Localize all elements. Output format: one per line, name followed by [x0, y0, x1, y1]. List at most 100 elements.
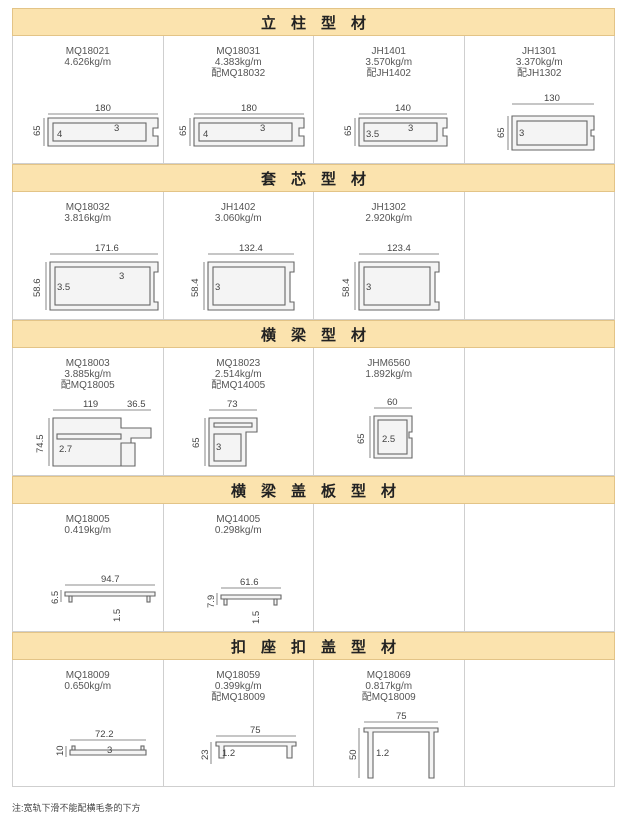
dim-width-2: 36.5	[127, 399, 146, 410]
section-title: 横梁型材	[260, 325, 381, 344]
profile-inner	[212, 422, 253, 428]
product-cell: JH1301 3.370kg/m 配JH1302 130 65 3	[464, 36, 615, 164]
section-header-clip-cover: 扣座扣盖型材	[12, 632, 615, 660]
product-weight: 4.626kg/m	[64, 57, 112, 68]
product-pairing: 配MQ18032	[211, 68, 266, 79]
profile-drawing: 180 65 4 3	[32, 103, 159, 147]
product-weight: 3.370kg/m	[515, 57, 563, 68]
section-header-transom: 横梁型材	[12, 320, 615, 348]
empty-cell	[464, 192, 615, 320]
profile-inner	[54, 266, 151, 306]
section-grid-transom-cover: MQ18005 0.419kg/m 94.7 6.5 1.5 MQ14005 0…	[12, 504, 615, 632]
section-grid-transom: MQ18003 3.885kg/m 配MQ18005 119 36.5 74.5…	[12, 348, 615, 476]
product-cell: MQ18031 4.383kg/m 配MQ18032 180 65 4 3	[163, 36, 314, 164]
dim-height: 6.5	[50, 591, 61, 604]
dim-height: 74.5	[35, 435, 46, 454]
product-code: MQ14005	[216, 514, 261, 525]
profile-drawing: 130 65 3	[496, 93, 595, 151]
footnote: 注:宽轨下滑不能配横毛条的下方	[12, 803, 141, 813]
product-cell: MQ18032 3.816kg/m 171.6 58.6 3.5 3	[13, 192, 164, 320]
product-pairing: 配MQ18009	[361, 692, 416, 703]
product-cell: MQ18009 0.650kg/m 72.2 10 3	[13, 660, 164, 787]
dim-height: 7.9	[206, 595, 217, 608]
dim-thickness-1: 3	[366, 282, 371, 293]
dim-height: 50	[348, 749, 359, 760]
product-weight: 0.817kg/m	[365, 681, 413, 692]
empty-cell	[464, 348, 615, 476]
product-weight: 3.885kg/m	[64, 369, 112, 380]
profile-drawing: 119 36.5 74.5 2.7	[35, 399, 152, 467]
product-code: JH1402	[221, 202, 256, 213]
dim-thickness-2: 3	[260, 123, 265, 134]
section-header-transom-cover: 横梁盖板型材	[12, 476, 615, 504]
dim-width: 180	[95, 103, 111, 114]
profile-drawing: 132.4 58.4 3	[190, 243, 295, 311]
product-code: MQ18005	[65, 514, 110, 525]
profile-leg-right	[272, 598, 278, 606]
product-cell: MQ18005 0.419kg/m 94.7 6.5 1.5	[13, 504, 164, 632]
profile-drawing: 180 65 4 3	[178, 103, 305, 147]
dim-thickness-1: 1.5	[251, 611, 262, 624]
product-pairing: 配MQ18005	[60, 380, 115, 391]
product-code: MQ18009	[65, 670, 110, 681]
product-cell: MQ18003 3.885kg/m 配MQ18005 119 36.5 74.5…	[13, 348, 164, 476]
dim-thickness-1: 2.7	[59, 444, 72, 455]
empty-cell	[314, 504, 465, 632]
section-title: 套芯型材	[260, 169, 381, 188]
product-code: MQ18003	[65, 358, 110, 369]
profile-shape	[363, 727, 439, 779]
profile-shape	[219, 594, 282, 600]
dim-height: 65	[496, 127, 507, 138]
product-cell: MQ14005 0.298kg/m 61.6 7.9 1.5	[163, 504, 314, 632]
dim-height: 65	[32, 125, 43, 136]
profile-inner	[363, 266, 431, 306]
profile-drawing: 60 65 2.5	[356, 397, 413, 459]
dim-height: 65	[178, 125, 189, 136]
product-code: MQ18023	[216, 358, 261, 369]
product-weight: 4.383kg/m	[214, 57, 262, 68]
product-code: MQ18031	[216, 46, 261, 57]
dim-height: 58.4	[190, 279, 201, 298]
product-weight: 0.399kg/m	[214, 681, 262, 692]
product-pairing: 配MQ18009	[211, 692, 266, 703]
section-grid-mullion: MQ18021 4.626kg/m 180 65 4 3 MQ18031 4.3…	[12, 36, 615, 164]
dim-height: 58.4	[341, 279, 352, 298]
product-cell: JH1302 2.920kg/m 123.4 58.4 3	[314, 192, 465, 320]
dim-width: 130	[544, 93, 560, 104]
product-weight: 3.816kg/m	[64, 213, 112, 224]
dim-thickness-1: 1.2	[376, 748, 389, 759]
product-pairing: 配MQ14005	[211, 380, 266, 391]
product-weight: 0.650kg/m	[64, 681, 112, 692]
section-header-sleeve-core: 套芯型材	[12, 164, 615, 192]
product-cell: JH1402 3.060kg/m 132.4 58.4 3	[163, 192, 314, 320]
dim-thickness-2: 3	[119, 271, 124, 282]
dim-height: 65	[191, 437, 202, 448]
profile-shape	[214, 741, 297, 759]
dim-width: 75	[250, 725, 261, 736]
dim-width: 61.6	[240, 577, 259, 588]
product-code: JH1302	[371, 202, 406, 213]
dim-thickness-1: 4	[57, 129, 62, 140]
profile-shape	[64, 591, 156, 597]
product-code: MQ18032	[65, 202, 110, 213]
dim-thickness-1: 3	[215, 282, 220, 293]
section-grid-clip-cover: MQ18009 0.650kg/m 72.2 10 3 MQ18059 0.39…	[12, 660, 615, 787]
dim-thickness-2: 3	[114, 123, 119, 134]
dim-thickness-1: 3.5	[366, 129, 379, 140]
product-weight: 2.920kg/m	[365, 213, 413, 224]
product-weight: 3.060kg/m	[214, 213, 262, 224]
product-weight: 1.892kg/m	[365, 369, 413, 380]
dim-width: 94.7	[101, 574, 120, 585]
dim-width: 140	[395, 103, 411, 114]
profile-leg-right	[146, 595, 151, 603]
dim-thickness-1: 4	[203, 129, 208, 140]
product-cell: JH1401 3.570kg/m 配JH1402 140 65 3.5 3	[314, 36, 465, 164]
product-cell: JHM6560 1.892kg/m 60 65 2.5	[314, 348, 465, 476]
empty-cell	[464, 660, 615, 787]
product-cell: MQ18021 4.626kg/m 180 65 4 3	[13, 36, 164, 164]
profile-drawing: 75 23 1.2	[200, 725, 297, 764]
profile-drawing: 140 65 3.5 3	[343, 103, 448, 147]
dim-height: 23	[200, 749, 211, 760]
dim-width: 171.6	[95, 243, 119, 254]
profile-leg-left	[222, 598, 228, 606]
